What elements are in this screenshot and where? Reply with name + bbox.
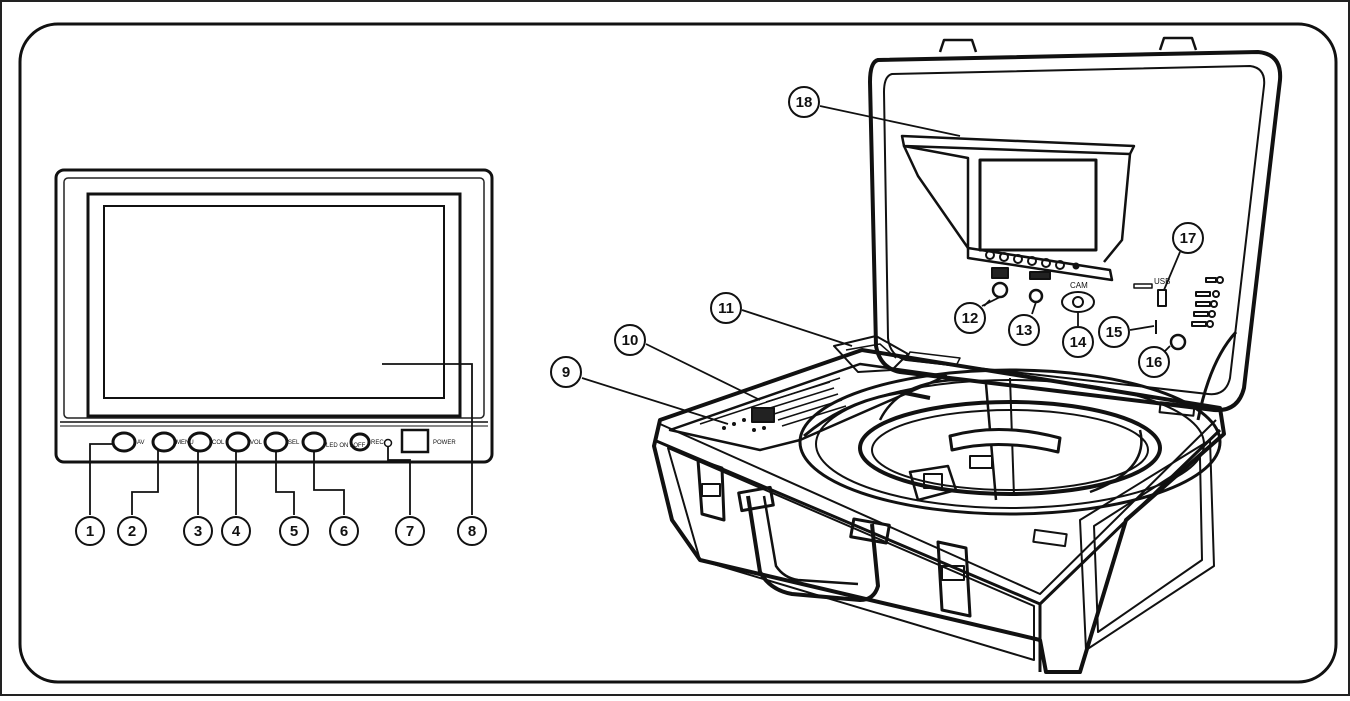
case-callouts: 9 10 11 12 13 14 15 16 17 18	[550, 86, 1204, 388]
callout-12: 12	[962, 310, 979, 327]
port-16	[1169, 333, 1187, 351]
monitor-body	[54, 168, 494, 464]
rec-button[interactable]	[349, 432, 371, 452]
case-lid	[868, 50, 1283, 413]
latch-right	[936, 540, 972, 618]
monitor-bezel	[63, 177, 485, 419]
case-handle	[746, 495, 880, 602]
button-label-vol: VOL	[250, 440, 263, 446]
vol-button[interactable]	[225, 431, 251, 453]
monitor-screen-frame	[86, 192, 462, 418]
port-12	[991, 281, 1009, 299]
usb-port	[1157, 289, 1167, 307]
cable-reel-outer	[798, 368, 1222, 516]
callout-3: 3	[194, 523, 202, 540]
callout-13: 13	[1016, 322, 1033, 339]
cam-connector	[1061, 291, 1095, 313]
monitor-leader-lines	[89, 363, 473, 515]
camera-head	[908, 464, 958, 502]
button-label-power: POWER	[433, 440, 456, 446]
monitor-illustration: AV MENU COL VOL SEL LED ON / OFF REC POW…	[54, 168, 494, 464]
case-lid-inner	[883, 65, 1266, 396]
usb-label: USB	[1154, 277, 1170, 286]
sun-hood-side-left	[902, 144, 970, 250]
case-base	[652, 348, 1226, 674]
callout-7: 7	[406, 523, 414, 540]
button-label-led: LED ON / OFF	[326, 443, 366, 449]
button-label-av: AV	[137, 440, 145, 446]
callout-5: 5	[290, 523, 298, 540]
port-13	[1028, 288, 1044, 304]
rec-indicator-icon	[383, 438, 393, 448]
callout-6: 6	[340, 523, 348, 540]
button-label-rec: REC	[371, 440, 384, 446]
latch-left	[696, 458, 726, 522]
callout-4: 4	[232, 523, 241, 540]
callout-17: 17	[1180, 230, 1197, 247]
menu-button[interactable]	[151, 431, 177, 453]
reel-handle	[948, 427, 1062, 454]
lid-monitor-screen	[978, 158, 1098, 252]
callout-15: 15	[1106, 324, 1123, 341]
inner-rounded-frame	[18, 22, 1338, 684]
callout-14: 14	[1070, 334, 1087, 351]
col-button[interactable]	[187, 431, 213, 453]
storage-pocket	[833, 335, 909, 373]
carrying-case-illustration	[652, 36, 1283, 674]
callout-18: 18	[796, 94, 813, 111]
callout-9: 9	[562, 364, 570, 381]
case-leader-lines	[581, 105, 1181, 425]
callout-16: 16	[1146, 354, 1163, 371]
monitor-callouts: 1 2 3 4 5 6 7 8	[75, 516, 487, 546]
av-button[interactable]	[111, 431, 137, 453]
monitor-screen	[103, 205, 445, 399]
callout-11: 11	[718, 300, 734, 317]
callout-2: 2	[128, 523, 136, 540]
power-button[interactable]	[400, 428, 430, 454]
callout-8: 8	[468, 523, 476, 540]
button-label-col: COL	[212, 440, 225, 446]
button-label-sel: SEL	[288, 440, 300, 446]
callout-1: 1	[86, 523, 94, 540]
cam-label: CAM	[1070, 281, 1088, 290]
callout-10: 10	[622, 332, 639, 349]
button-label-menu: MENU	[176, 440, 194, 446]
